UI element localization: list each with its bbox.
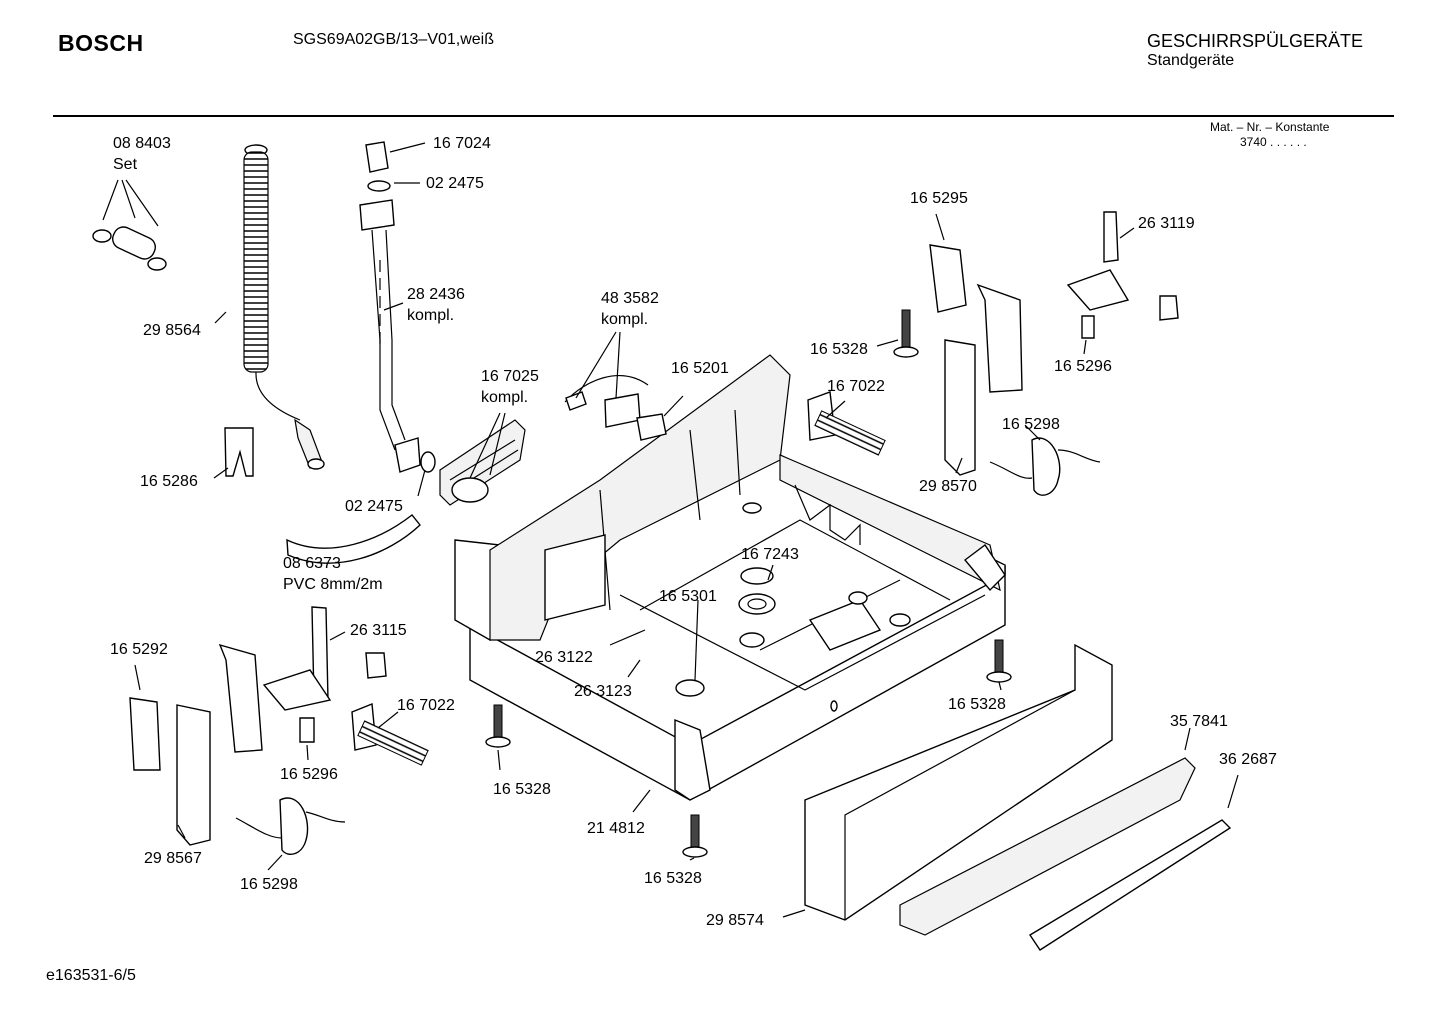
hose-set-drawing: [92, 226, 167, 271]
category-title: GESCHIRRSPÜLGERÄTE: [1147, 31, 1364, 51]
part-label: 16 7243: [741, 546, 799, 563]
part-label: 21 4812: [587, 820, 645, 837]
part-label: kompl.: [407, 307, 454, 324]
drawing-code: e163531-6/5: [46, 967, 136, 984]
material-number-label: Mat. – Nr. – Konstante: [1210, 120, 1330, 134]
hinge-drawing-right: [989, 437, 1101, 496]
kick-panel-drawing: [804, 643, 1232, 951]
leader-lines: [102, 142, 1239, 918]
part-label: 29 8567: [144, 850, 202, 867]
base-tub-drawing: [454, 354, 1006, 801]
part-label: 02 2475: [345, 498, 403, 515]
part-label: 26 3115: [350, 622, 407, 639]
part-label: 16 5296: [280, 766, 338, 783]
header-divider: [53, 115, 1394, 117]
material-number-value: 3740 . . . . . .: [1240, 135, 1307, 149]
part-label: 02 2475: [426, 175, 484, 192]
part-label: 16 7022: [827, 378, 885, 395]
left-bracket-drawing: [129, 606, 387, 846]
spring-drawing-right: [807, 391, 886, 456]
part-label: 16 5298: [1002, 416, 1060, 433]
part-label: 16 5328: [644, 870, 702, 887]
part-label: 36 2687: [1219, 751, 1277, 768]
part-label: 16 5328: [948, 696, 1006, 713]
part-label: 08 8403: [113, 135, 171, 152]
hinge-drawing-left: [235, 797, 346, 856]
part-label: 08 6373: [283, 555, 341, 572]
part-label: 16 5298: [240, 876, 298, 893]
drain-hose-drawing: [243, 144, 325, 470]
right-bracket-drawing: [929, 211, 1179, 476]
part-label: 16 7025: [481, 368, 539, 385]
model-number: SGS69A02GB/13–V01,weiß: [293, 31, 495, 48]
vent-hose-drawing: [286, 514, 421, 564]
part-label: 16 5328: [493, 781, 551, 798]
part-label: 16 7024: [433, 135, 491, 152]
part-label: 16 5328: [810, 341, 868, 358]
part-label: kompl.: [481, 389, 528, 406]
part-label: 29 8574: [706, 912, 764, 929]
part-label: 16 5301: [659, 588, 717, 605]
part-label: 16 5296: [1054, 358, 1112, 375]
part-label: 16 7022: [397, 697, 455, 714]
part-label: Set: [113, 156, 138, 173]
clip-drawing: [224, 427, 254, 477]
seal-rings-drawing: [738, 567, 776, 615]
part-label: 16 5292: [110, 641, 168, 658]
cable-harness-drawing: [564, 375, 667, 441]
part-label: 35 7841: [1170, 713, 1228, 730]
foot-screw-drawings: [485, 309, 1012, 858]
part-label: kompl.: [601, 311, 648, 328]
part-label: 16 5295: [910, 190, 968, 207]
part-label: 26 3119: [1138, 215, 1195, 232]
part-label: 16 5286: [140, 473, 198, 490]
part-label: 26 3122: [535, 649, 593, 666]
part-label: 26 3123: [574, 683, 632, 700]
brand-logo: BOSCH: [58, 30, 144, 56]
category-subtitle: Standgeräte: [1147, 52, 1235, 69]
part-label: PVC 8mm/2m: [283, 576, 383, 593]
part-label: 16 5201: [671, 360, 729, 377]
part-label: 48 3582: [601, 290, 659, 307]
spring-drawing-left: [351, 703, 429, 766]
part-label: 28 2436: [407, 286, 465, 303]
pressure-switch-drawing: [439, 419, 526, 506]
aqua-stop-valve-drawing: [359, 141, 436, 473]
part-label: 29 8564: [143, 322, 201, 339]
part-label: 29 8570: [919, 478, 977, 495]
